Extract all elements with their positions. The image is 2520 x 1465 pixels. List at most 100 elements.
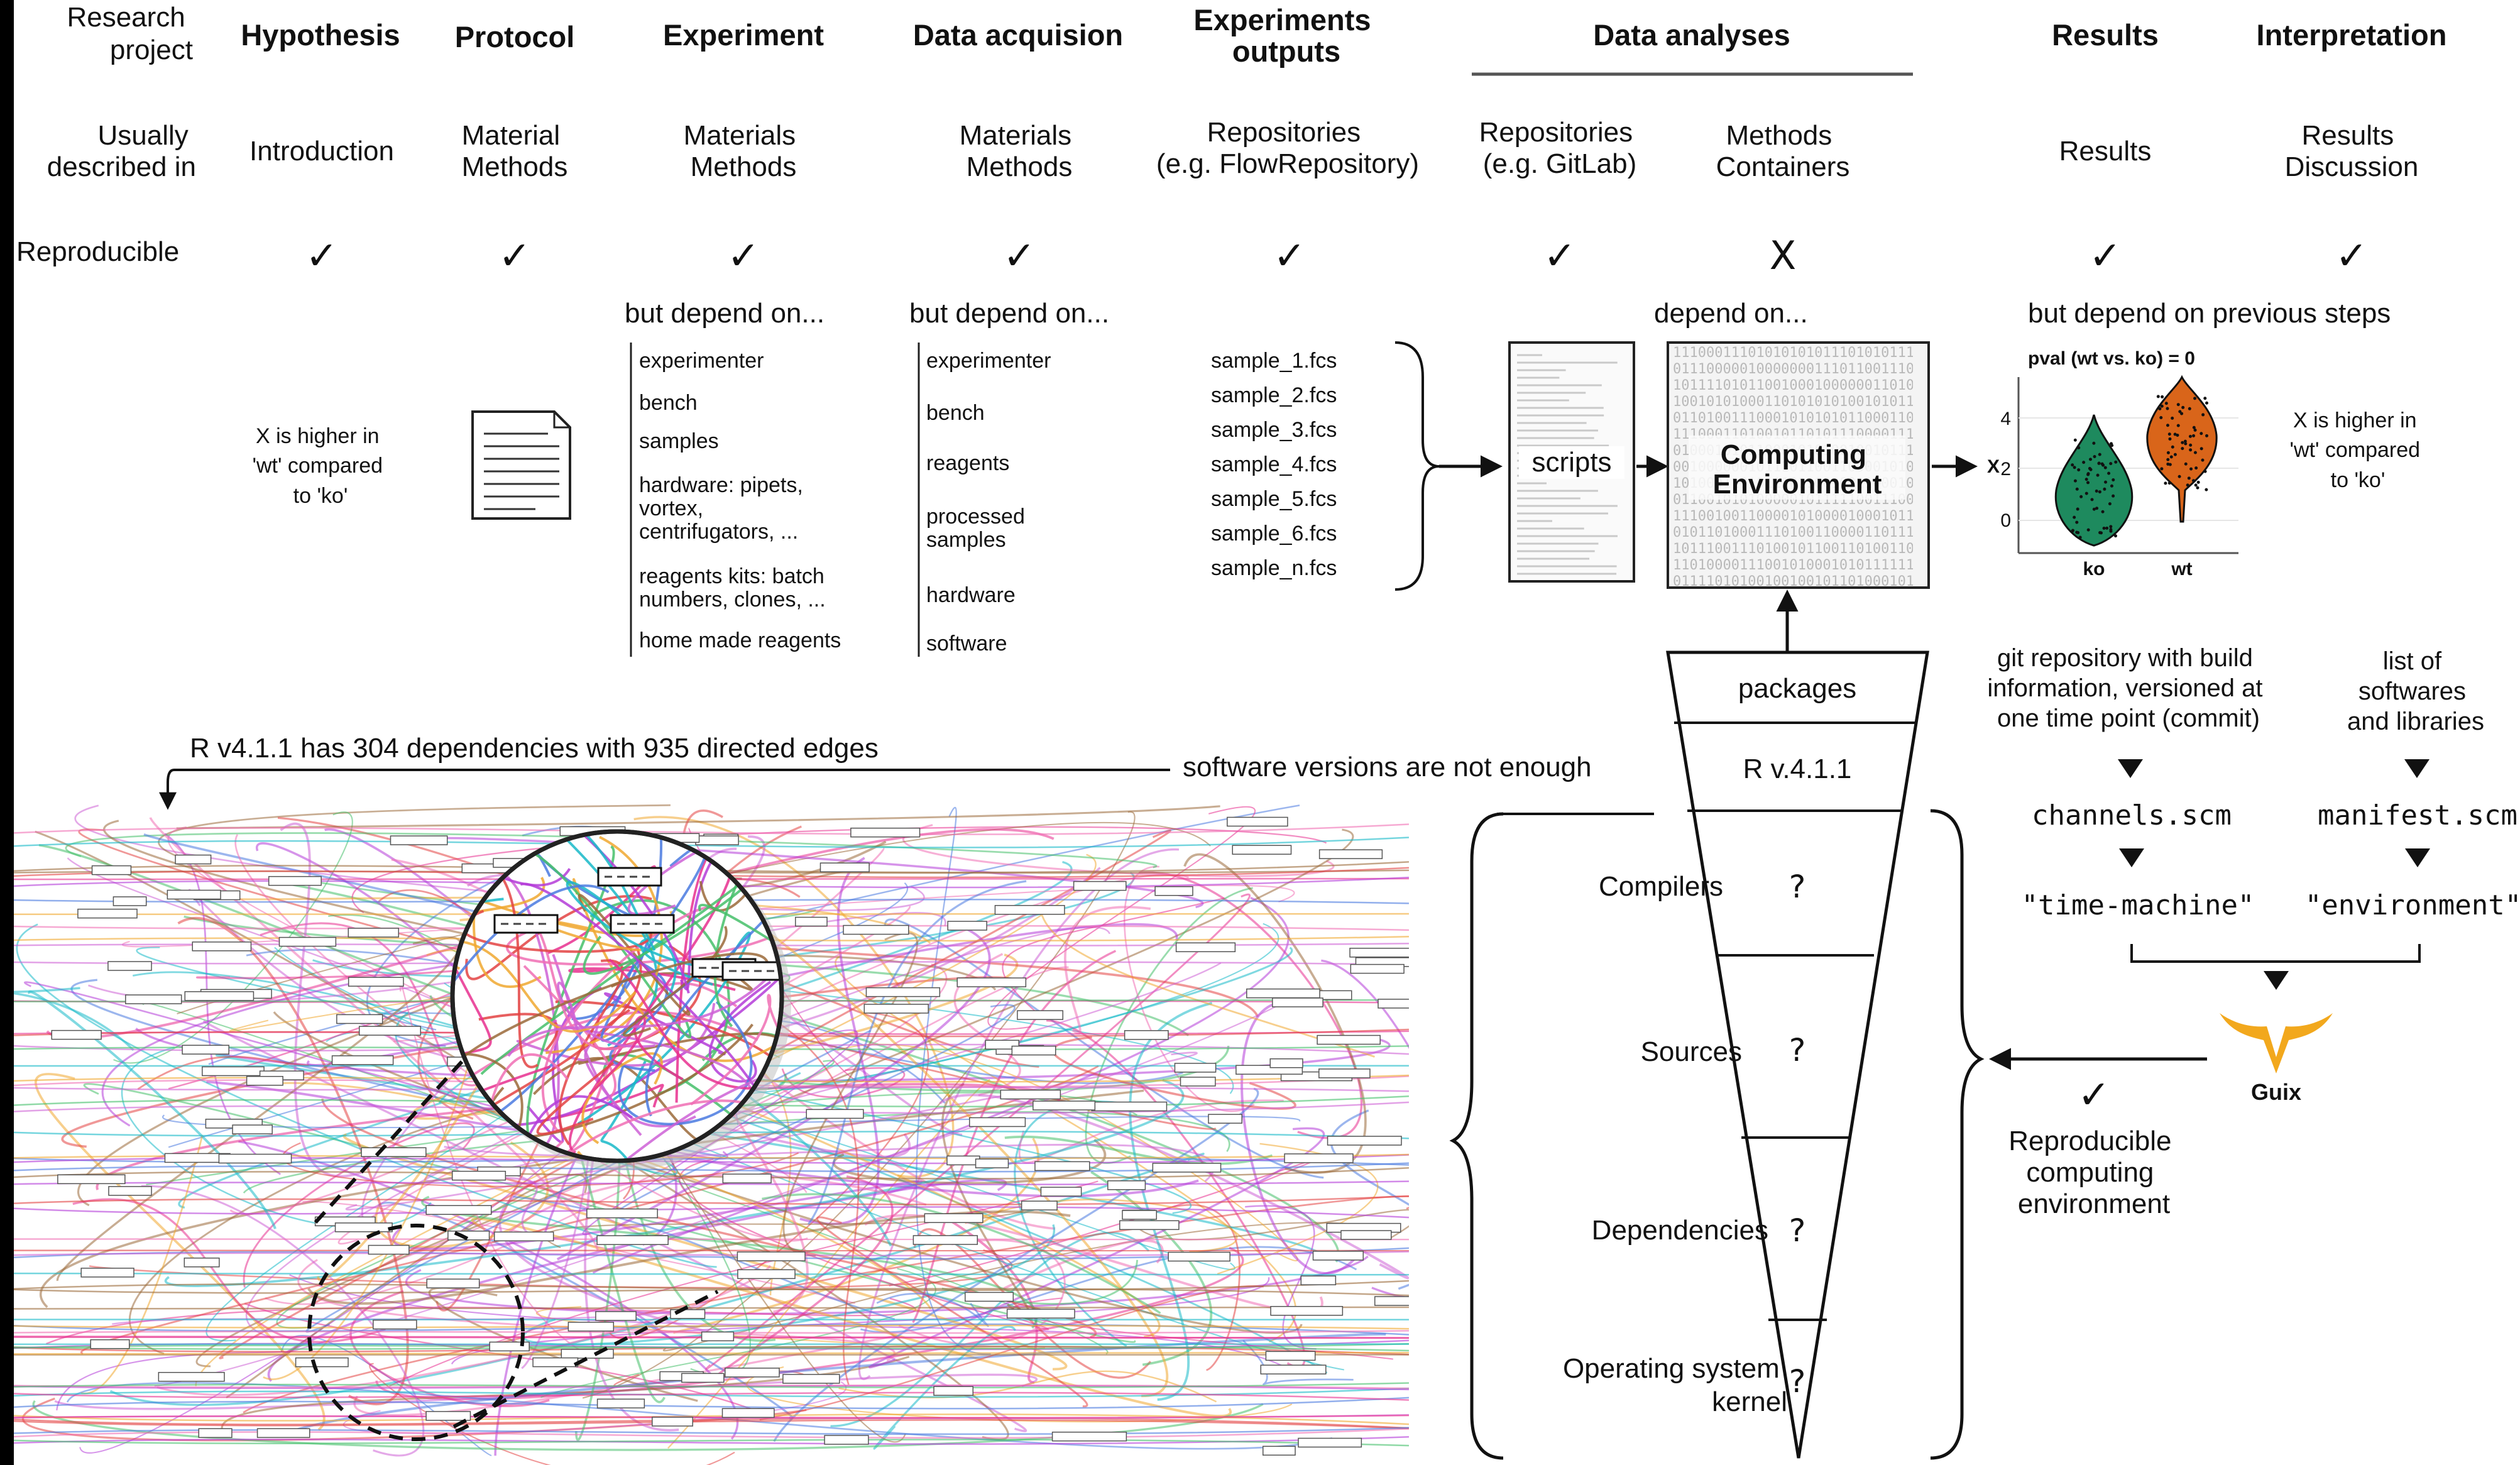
jitter-point: [2171, 416, 2174, 420]
described-outputs: Repositories (e.g. FlowRepository): [1156, 117, 1419, 179]
jitter-point: [2156, 395, 2160, 398]
dependency-node: [695, 835, 739, 845]
jitter-point: [2173, 432, 2177, 436]
jitter-point: [2090, 498, 2094, 502]
jitter-point: [2109, 529, 2113, 533]
dependency-node: [1246, 988, 1320, 999]
dependency-node: [1091, 1101, 1168, 1112]
dependency-node: [108, 1186, 152, 1196]
jitter-point: [2171, 445, 2174, 449]
dependency-node: [782, 1374, 840, 1384]
dependency-edge: [141, 1185, 425, 1457]
zoomed-edge: [507, 959, 782, 1057]
jitter-point: [2084, 491, 2088, 495]
violin-y-tick-2: 2: [2000, 459, 2011, 480]
jitter-point: [2158, 407, 2162, 410]
dependency-node: [348, 977, 404, 987]
reproducibility-diagram: Research project Hypothesis Protocol Exp…: [14, 0, 2520, 1465]
dependency-node: [1232, 845, 1292, 855]
acquisition-items: experimenter bench reagents processed sa…: [926, 349, 1057, 656]
check-scripts: ✓: [1543, 233, 1576, 278]
dependency-edge: [14, 1439, 1409, 1447]
versions-note: software versions are not enough: [1183, 752, 1592, 782]
described-methods: Methods Containers: [1716, 120, 1850, 182]
experiment-items: experimenter bench samples hardware: pip…: [639, 349, 841, 652]
jitter-point: [2093, 454, 2096, 458]
dependency-node: [425, 1205, 492, 1215]
jitter-point: [2079, 495, 2083, 498]
header-interpretation: Interpretation: [2257, 18, 2447, 52]
guix-section: git repository with build information, v…: [1987, 644, 2520, 1219]
dependency-edge: [14, 1206, 1409, 1219]
jitter-point: [2189, 443, 2193, 447]
header-research-project: Research project: [67, 2, 193, 65]
dependency-node: [1340, 1230, 1392, 1240]
dependency-edge: [260, 922, 505, 1087]
dependency-edge: [987, 806, 1256, 1030]
zoomed-edge: [708, 980, 772, 1083]
jitter-point: [2086, 481, 2090, 485]
jitter-point: [2192, 425, 2196, 429]
git-note: git repository with build information, v…: [1987, 644, 2269, 732]
dependency-edge: [679, 1158, 1049, 1331]
dependency-node: [946, 1155, 980, 1166]
dependency-node: [1312, 1251, 1364, 1261]
jitter-point: [2103, 487, 2106, 491]
dependency-node: [596, 1398, 645, 1408]
violin-ko: [2054, 414, 2134, 547]
dependency-node: [737, 1269, 796, 1280]
violin-y-tick-4: 4: [2000, 409, 2011, 429]
zoomed-edge: [545, 835, 663, 1055]
funnel-outline: [1666, 650, 1929, 1459]
jitter-point: [2073, 515, 2076, 519]
jitter-point: [2178, 410, 2182, 414]
jitter-point: [2086, 528, 2090, 532]
check-acquisition: ✓: [1003, 233, 1036, 278]
fcs-file-list: sample_1.fcs sample_2.fcs sample_3.fcs s…: [1211, 349, 1343, 580]
dependency-edge: [781, 1067, 906, 1099]
zoomed-edge: [486, 862, 539, 1068]
dependency-node: [1000, 1089, 1061, 1100]
dependency-edge: [868, 1127, 1325, 1369]
dependency-edge: [305, 1029, 871, 1333]
dependency-edge: [14, 1330, 1409, 1334]
jitter-point: [2073, 466, 2076, 469]
dependency-node: [1350, 963, 1405, 974]
jitter-point: [2112, 494, 2115, 498]
dependency-node: [843, 925, 909, 935]
jitter-point: [2101, 510, 2105, 513]
dependency-node: [112, 896, 147, 906]
check-interpretation: ✓: [2335, 233, 2368, 278]
dependency-node: [1040, 1187, 1082, 1197]
zoomed-edge: [609, 958, 669, 1072]
dependency-node: [90, 1339, 130, 1349]
dependency-node: [57, 1174, 126, 1185]
jitter-point: [2110, 484, 2113, 488]
dependency-node: [278, 936, 337, 947]
magnifier-line-upper: [314, 1045, 478, 1224]
dependency-node: [1317, 1034, 1381, 1045]
dependency-node: [1174, 1063, 1217, 1073]
zoomed-edge: [566, 881, 745, 970]
dependency-node: [336, 1014, 383, 1024]
jitter-point: [2178, 475, 2181, 478]
command-time-machine: "time-machine": [2022, 889, 2255, 921]
dependency-node: [863, 1004, 929, 1014]
dependency-node: [268, 875, 322, 886]
dependency-node: [1051, 1431, 1127, 1442]
dependency-node: [1021, 1200, 1058, 1210]
dependency-edge: [137, 1056, 309, 1090]
jitter-point: [2082, 461, 2086, 464]
dependency-edge: [345, 1051, 1198, 1211]
dependency-edge: [1321, 959, 1409, 1299]
dependency-node: [489, 1341, 530, 1352]
violin-title: pval (wt vs. ko) = 0: [2028, 348, 2195, 369]
check-experiment: ✓: [727, 233, 760, 278]
zoomed-edge: [547, 865, 656, 955]
dependency-edge: [312, 872, 1135, 978]
label-kernel: Operating system kernel: [1563, 1353, 1787, 1417]
dependency-edge: [14, 1391, 1409, 1401]
jitter-point: [2184, 462, 2188, 466]
dependency-edge: [1064, 906, 1151, 1034]
dependency-node: [985, 1040, 1019, 1050]
